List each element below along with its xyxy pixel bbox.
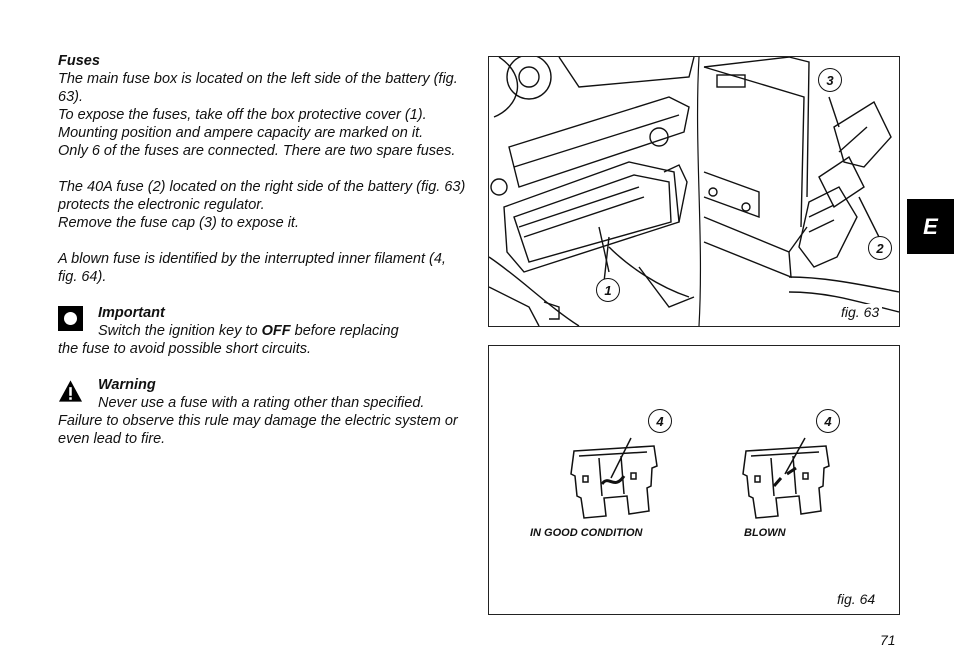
paragraph: To expose the fuses, take off the box pr… — [58, 107, 427, 141]
warning-text-start: Never use a fuse with a rating other tha… — [98, 395, 425, 411]
callout-4-blown: 4 — [816, 409, 840, 433]
fuse-box-illustration — [488, 54, 900, 327]
paragraph: A blown fuse is identified by the interr… — [58, 251, 446, 285]
important-note: Important Switch the ignition key to OFF… — [58, 304, 466, 358]
figure-63-caption: fig. 63 — [838, 304, 883, 320]
figure-64: 4 4 IN GOOD CONDITION BLOWN fig. 64 — [488, 345, 900, 615]
important-text-rest: the fuse to avoid possible short circuit… — [58, 341, 312, 357]
fuse-comparison-illustration — [570, 437, 830, 519]
callout-4-good: 4 — [648, 409, 672, 433]
warning-text-rest: Failure to observe this rule may damage … — [58, 413, 458, 447]
paragraph: The 40A fuse (2) located on the right si… — [58, 179, 466, 213]
important-title: Important — [98, 305, 165, 321]
callout-1: 1 — [596, 278, 620, 302]
page-number: 71 — [880, 632, 896, 648]
important-key-word: OFF — [261, 323, 291, 339]
paragraph: Remove the fuse cap (3) to expose it. — [58, 215, 299, 231]
info-dot-icon — [58, 306, 83, 331]
figure-63: 1 2 3 fig. 63 — [488, 54, 900, 327]
label-good-condition: IN GOOD CONDITION — [530, 527, 643, 539]
section-tab: E — [907, 199, 954, 254]
warning-title: Warning — [98, 377, 156, 393]
important-text-end: before replacing — [290, 323, 399, 339]
callout-2: 2 — [868, 236, 892, 260]
warning-triangle-icon — [58, 378, 83, 403]
section-heading: Fuses — [58, 53, 100, 69]
paragraph: The main fuse box is located on the left… — [58, 71, 458, 105]
paragraph: Only 6 of the fuses are connected. There… — [58, 143, 456, 159]
label-blown: BLOWN — [744, 527, 786, 539]
text-column: Fuses The main fuse box is located on th… — [58, 52, 466, 448]
callout-3: 3 — [818, 68, 842, 92]
warning-note: Warning Never use a fuse with a rating o… — [58, 376, 466, 448]
figure-64-caption: fig. 64 — [834, 591, 879, 607]
important-text-start: Switch the ignition key to — [98, 323, 262, 339]
